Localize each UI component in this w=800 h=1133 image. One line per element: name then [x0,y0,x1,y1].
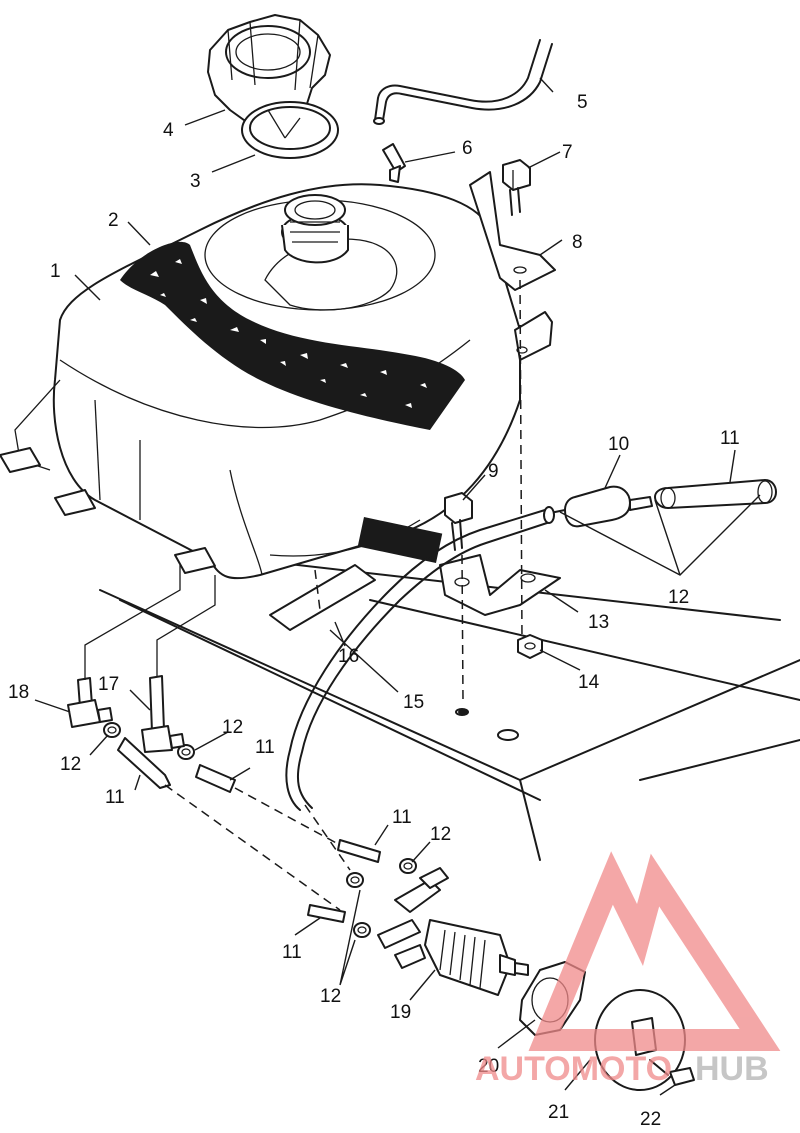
elbow-fitting-18 [67,677,113,728]
watermark-text-2: HUB [695,1050,769,1088]
callout-14: 14 [578,672,600,693]
callout-20: 20 [478,1056,499,1077]
callout-12-left: 12 [60,754,81,775]
callout-15: 15 [403,692,424,713]
callout-7: 7 [562,142,573,163]
callout-labels: 1 2 3 4 5 6 7 8 9 10 11 12 13 14 15 16 1… [8,92,740,1130]
routing-lines [84,279,523,911]
callout-9: 9 [488,461,499,482]
callout-11-left: 11 [105,787,125,808]
tee-fitting-17 [141,675,185,753]
leader-lines [34,77,761,1096]
hoses-lower [117,737,381,923]
callout-13: 13 [588,612,609,633]
callout-21: 21 [548,1102,569,1123]
callout-19: 19 [390,1002,411,1023]
callout-4: 4 [163,120,174,141]
vent-hose [373,39,553,125]
gas-cap [207,14,331,129]
fuel-petcock [377,867,529,996]
callout-12-mid: 12 [222,717,243,738]
watermark-triangle-icon [528,851,781,1051]
mount-bolt [444,492,473,551]
callout-22: 22 [640,1109,661,1130]
mount-nut [517,634,543,659]
callout-16: 16 [338,646,359,667]
callout-3: 3 [190,171,201,192]
fuel-filter [554,485,653,528]
tank-pad [120,241,465,430]
callout-11: 11 [720,428,740,449]
callout-10: 10 [608,434,629,455]
callout-18: 18 [8,682,29,703]
callout-2: 2 [108,210,119,231]
callout-12-right: 12 [430,824,451,845]
callout-1: 1 [50,261,61,282]
hose-upper [654,479,777,509]
watermark-text-1: AUTOMOTO [475,1050,672,1088]
bracket-bolt [502,159,531,216]
callout-11-right: 11 [392,807,412,828]
callout-11-lower: 11 [282,942,302,963]
callout-12: 12 [668,587,689,608]
watermark-logo: AUTOMOTO HUB [475,851,781,1088]
callout-6: 6 [462,138,473,159]
cap-gasket [241,101,339,159]
hose-clamps [103,722,417,938]
callout-5: 5 [577,92,588,113]
knob-screw [649,1059,695,1086]
rubber-pad [269,564,376,631]
mount-bracket [439,554,561,616]
fuel-line-main [285,506,555,811]
tank-bracket [469,171,556,361]
callout-12-lower: 12 [320,986,341,1007]
callout-8: 8 [572,232,583,253]
callout-11-mid: 11 [255,737,275,758]
vent-fitting [382,143,406,183]
callout-17: 17 [98,674,119,695]
